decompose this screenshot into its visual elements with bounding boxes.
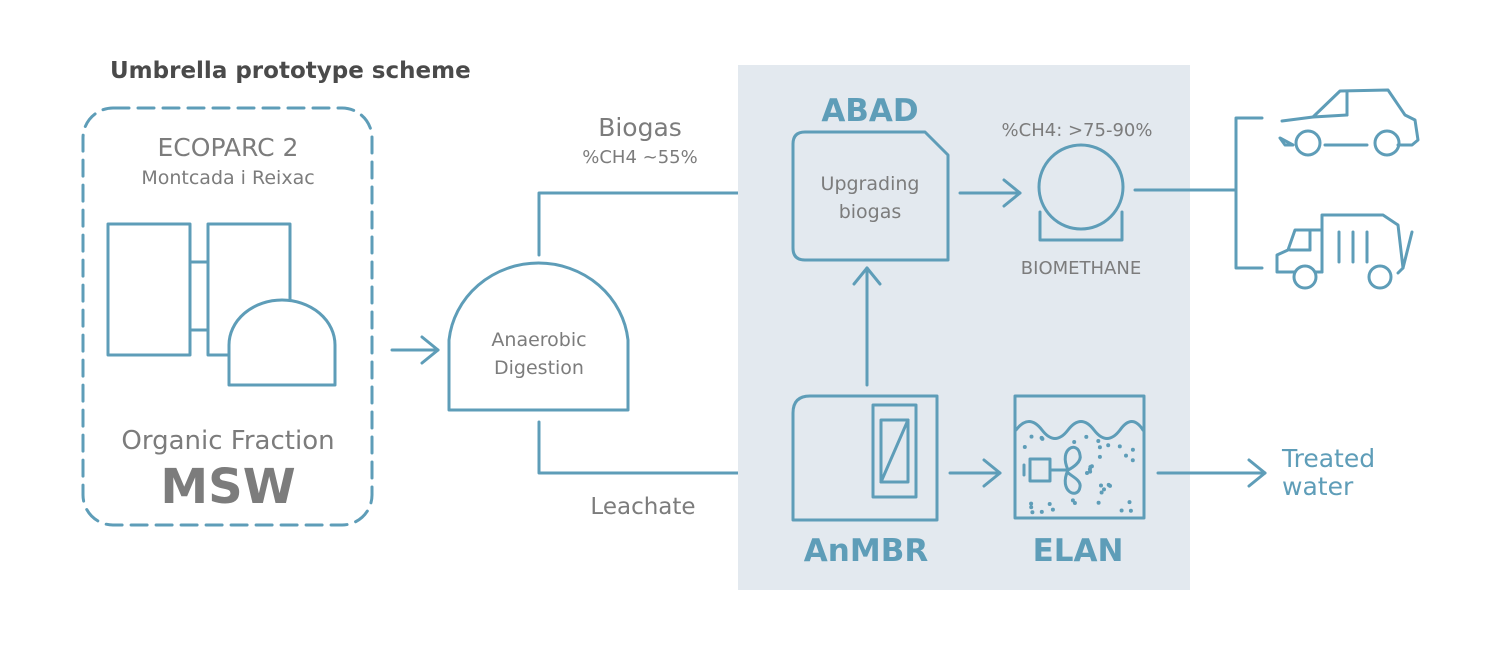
particle-dot <box>1097 454 1102 459</box>
biomethane-composition: %CH4: >75-90% <box>1002 120 1153 141</box>
particle-dot <box>1097 445 1102 450</box>
particle-dot <box>1072 501 1077 505</box>
abad-unit <box>791 130 950 262</box>
biomethane-tank-icon <box>1037 143 1125 242</box>
biogas-label: Biogas <box>598 113 682 142</box>
elan-label: ELAN <box>1033 533 1124 569</box>
abad-label: ABAD <box>821 93 918 129</box>
particle-dot <box>1102 487 1106 492</box>
particle-dot <box>1039 509 1044 514</box>
biomethane-label: BIOMETHANE <box>1021 258 1141 279</box>
particle-dot <box>1106 482 1111 487</box>
particle-dot <box>1106 443 1111 448</box>
car-icon <box>1278 88 1420 157</box>
biogas-composition: %CH4 ~55% <box>582 147 697 168</box>
ecoparc-boundary <box>81 106 374 527</box>
particle-dot <box>1096 439 1101 443</box>
biogas-arrow <box>537 178 782 257</box>
anmbr-unit <box>791 394 939 522</box>
particle-dot <box>1050 507 1055 512</box>
particle-dot <box>1127 500 1132 505</box>
membrane-module <box>871 403 918 499</box>
elan-reactor <box>1013 394 1146 520</box>
organic-fraction-label: Organic Fraction <box>121 426 334 456</box>
treated-water-line1: Treated <box>1281 444 1375 473</box>
particle-dot <box>1119 508 1124 513</box>
particle-dot <box>1047 502 1052 506</box>
truck-icon <box>1275 213 1414 290</box>
ecoparc-location: Montcada i Reixac <box>141 167 314 189</box>
particle-dot <box>1124 453 1128 458</box>
particle-dot <box>1088 469 1093 474</box>
particle-dot <box>1130 447 1135 452</box>
particle-dot <box>1128 508 1133 513</box>
particle-dot <box>1022 445 1027 449</box>
particle-dot <box>1029 505 1034 510</box>
digestion-line2: Digestion <box>494 357 584 379</box>
ecoparc-name: ECOPARC 2 <box>158 133 299 162</box>
particle-dot <box>1099 483 1103 488</box>
plant-buildings-icon <box>106 222 337 387</box>
particle-dot <box>1039 435 1044 440</box>
leachate-label: Leachate <box>590 494 695 520</box>
particle-dot <box>1029 434 1034 439</box>
leachate-arrow <box>537 420 782 488</box>
digestion-line1: Anaerobic <box>491 329 586 351</box>
distribution-bracket <box>1234 116 1264 270</box>
particle-dot <box>1030 510 1035 515</box>
particle-dot <box>1089 464 1094 469</box>
mixer-icon <box>1022 445 1082 495</box>
particle-dot <box>1085 471 1089 475</box>
membrane-diagonal <box>879 418 910 484</box>
particle-dot <box>1072 440 1077 444</box>
particle-dot <box>1099 490 1104 495</box>
particle-dot <box>1096 500 1101 505</box>
diagram-title: Umbrella prototype scheme <box>110 58 471 84</box>
umbrella-panel <box>738 65 1190 590</box>
particle-dot <box>1029 501 1034 506</box>
anmbr-label: AnMBR <box>804 533 929 569</box>
abad-line2: biogas <box>839 201 902 223</box>
particle-dot <box>1117 444 1122 449</box>
treated-water-line2: water <box>1282 472 1354 501</box>
particle-dot <box>1130 458 1135 463</box>
particle-dot <box>1084 434 1089 439</box>
digester-dome <box>447 261 630 412</box>
membrane-inner <box>879 418 910 484</box>
abad-line1: Upgrading <box>821 173 920 195</box>
msw-label: MSW <box>160 459 295 515</box>
